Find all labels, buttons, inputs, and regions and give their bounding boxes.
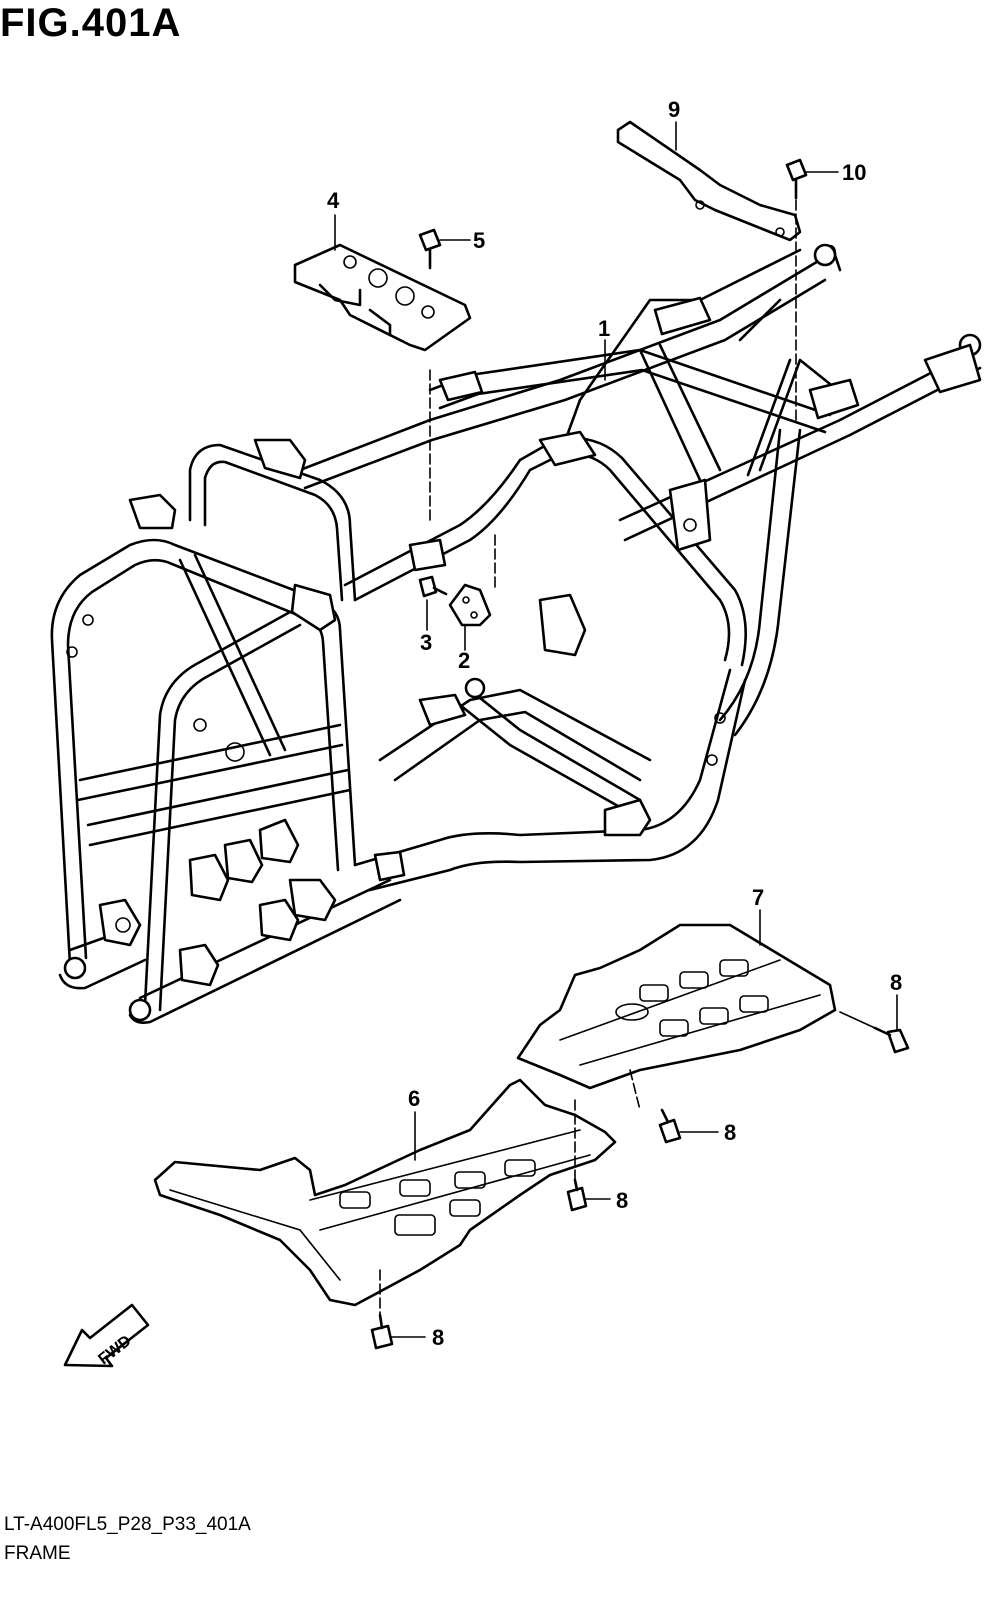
callouts: 1 2 3 4 5 6 7 8 8 8 8 9 10 xyxy=(327,97,902,1350)
figure-code: LT-A400FL5_P28_P33_401A xyxy=(4,1514,251,1535)
callout-5: 5 xyxy=(473,228,485,253)
figure-title: FIG.401A xyxy=(0,1,182,45)
leader-lines xyxy=(334,121,898,1338)
stay-bracket xyxy=(616,120,802,242)
frame-assembly xyxy=(50,243,982,1024)
bolts xyxy=(370,158,910,1350)
callout-9: 9 xyxy=(668,97,680,122)
rear-skid-plate xyxy=(516,923,837,1090)
front-skid-plate xyxy=(153,1078,617,1307)
figure-name: FRAME xyxy=(4,1543,71,1564)
fwd-arrow-icon: FWD xyxy=(63,1303,150,1368)
callout-6: 6 xyxy=(408,1086,420,1111)
callout-8-middle: 8 xyxy=(724,1120,736,1145)
callout-8-right: 8 xyxy=(890,970,902,995)
callout-8-bottom: 8 xyxy=(432,1325,444,1350)
callout-10: 10 xyxy=(842,160,866,185)
callout-2: 2 xyxy=(458,648,470,673)
callout-1: 1 xyxy=(598,316,610,341)
mounting-plate xyxy=(293,243,472,352)
callout-3: 3 xyxy=(420,630,432,655)
callout-7: 7 xyxy=(752,885,764,910)
callout-8-lower: 8 xyxy=(616,1188,628,1213)
callout-4: 4 xyxy=(327,188,340,213)
